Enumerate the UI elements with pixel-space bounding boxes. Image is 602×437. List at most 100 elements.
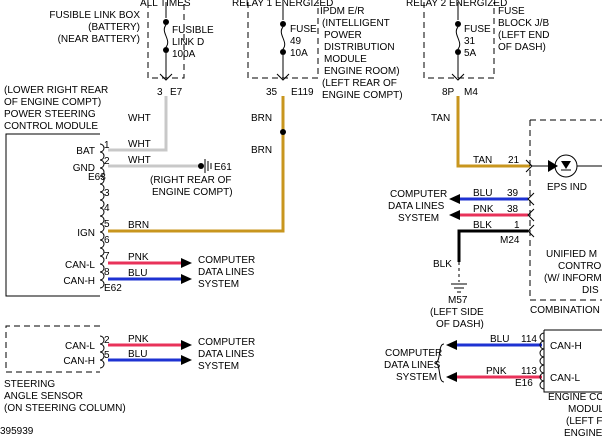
ecm-can-h-name: CAN-H	[550, 341, 582, 352]
ground-e61-label-2: ENGINE COMPT)	[152, 187, 233, 198]
meter-blk-wire-label: BLK	[473, 220, 492, 231]
ps-connector-scallops	[99, 143, 105, 289]
sas-cdl-line-3: SYSTEM	[198, 361, 239, 372]
sas-can-l-arrow	[181, 340, 192, 350]
wire-brn-label-2: BRN	[251, 145, 272, 156]
sas-label-line-1: STEERING	[4, 379, 55, 390]
fuse-31-line-3: 5A	[464, 48, 477, 59]
fuseblock-box-line-1: FUSE	[498, 6, 525, 17]
ecm-blu-wire-label: BLU	[490, 334, 509, 345]
fuse-31-symbol	[455, 26, 461, 50]
sas-cdl-line-2: DATA LINES	[198, 349, 255, 360]
meter-pnk-arrow	[449, 210, 460, 220]
wire-brn-splice	[280, 129, 286, 135]
sas-pin-2-wire-label: PNK	[128, 334, 149, 345]
ps-pin-7-name: CAN-L	[65, 260, 95, 271]
meter-connector-m24: M24	[500, 235, 520, 246]
meter-cdl-line-1: COMPUTER	[390, 189, 447, 200]
ps-pin-4-number: 4	[104, 203, 110, 214]
ground-e61-label-1: (RIGHT REAR OF	[150, 175, 231, 186]
sas-connector-scallops	[99, 335, 105, 369]
sas-can-h-arrow	[181, 355, 192, 365]
ecm-pin-113: 113	[521, 366, 537, 377]
meter-pin-38: 38	[507, 204, 519, 215]
ps-pin-1-name: BAT	[76, 146, 95, 157]
ecm-label-line-1: ENGINE CO	[548, 392, 602, 403]
fuse-31-terminal-bottom	[455, 49, 461, 55]
ipdm-box-line-7: (LEFT REAR OF	[322, 78, 397, 89]
ps-cdl-line-1: COMPUTER	[198, 255, 255, 266]
fuseblock-connector: M4	[464, 87, 478, 98]
fuse-49-terminal-top	[280, 21, 286, 27]
ecm-pnk-wire-label: PNK	[486, 366, 507, 377]
ecm-pnk-arrow	[446, 372, 457, 382]
meter-blu-wire-label: BLU	[473, 188, 492, 199]
fuse-31-line-1: FUSE	[464, 24, 491, 35]
ground-e61-id: E61	[214, 162, 232, 173]
ipdm-box-line-6: ENGINE ROOM)	[324, 66, 400, 77]
eps-ind-diode-icon	[561, 161, 571, 169]
battery-connector: E7	[170, 87, 183, 98]
sas-pin-5-wire-label: BLU	[128, 349, 147, 360]
wire-tan-eps-ind	[456, 96, 530, 168]
ecm-box	[543, 329, 602, 393]
ps-pin-7-wire-label: PNK	[128, 252, 149, 263]
fuse-49-symbol	[280, 26, 286, 50]
wire-brn-label-1: BRN	[251, 113, 272, 124]
fuse-link-d-symbol	[163, 24, 169, 48]
power-steering-control-module: (LOWER RIGHT REAR OF ENGINE COMPT) POWER…	[4, 85, 286, 297]
sas-pin-2-number: 2	[104, 335, 110, 346]
fuseblock-box-line-4: OF DASH)	[498, 42, 546, 53]
ps-cdl-line-3: SYSTEM	[198, 279, 239, 290]
fuseblock-source-outline	[423, 2, 495, 79]
ecm-connector-e16: E16	[515, 378, 533, 389]
meter-cdl-line-2: DATA LINES	[388, 201, 445, 212]
eps-ind-label: EPS IND	[547, 182, 587, 193]
ecm-cdl-line-2: DATA LINES	[384, 360, 441, 371]
ecm-cdl-line-1: COMPUTER	[385, 348, 442, 359]
meter-pin-1: 1	[514, 220, 520, 231]
fuse-31-terminal-top	[455, 21, 461, 27]
figure-id: 395939	[0, 426, 34, 437]
meter-blu-arrow	[449, 194, 460, 204]
sas-label-line-3: (ON STEERING COLUMN)	[4, 403, 126, 414]
fuseblock-box-line-2: BLOCK J/B	[498, 18, 549, 29]
sas-pin-2-name: CAN-L	[65, 341, 95, 352]
meter-label-line-1: UNIFIED M	[546, 249, 597, 260]
battery-box-line-1: FUSIBLE LINK BOX	[49, 10, 140, 21]
meter-label-line-2: CONTROL	[558, 261, 602, 272]
ps-pin-8-number: 8	[104, 267, 110, 278]
ipdm-box-line-1: IPDM E/R	[320, 6, 364, 17]
ecm-cdl-line-3: SYSTEM	[396, 372, 437, 383]
meter-footer: COMBINATION	[530, 305, 600, 316]
fuse-49-line-2: 49	[290, 36, 302, 47]
ps-pin-5-wire-label: BRN	[128, 220, 149, 231]
fuseblock-source: RELAY 2 ENERGIZED FUSE 31 5A 8P M4 FUSE …	[406, 0, 550, 98]
ground-m57: BLK M57 (LEFT SIDE OF DASH)	[430, 259, 484, 330]
ps-module-box	[5, 133, 100, 297]
ecm-pin-114: 114	[521, 334, 537, 345]
ground-e61-node	[198, 163, 204, 169]
ipdm-source: RELAY 1 ENERGIZED FUSE 49 10A 35 E119 IP…	[232, 0, 403, 101]
meter-label-line-4: DIS	[582, 285, 599, 296]
ps-label-line-2: OF ENGINE COMPT)	[4, 97, 101, 108]
battery-box-line-2: (BATTERY)	[88, 22, 140, 33]
sas-pin-5-name: CAN-H	[63, 356, 95, 367]
ps-pin-2-number: 2	[104, 156, 110, 167]
ipdm-box-line-5: MODULE	[324, 54, 367, 65]
wire-tan-label: TAN	[473, 155, 492, 166]
fuse-link-d-line-3: 100A	[172, 49, 196, 60]
battery-pin: 3	[157, 87, 163, 98]
battery-box-line-3: (NEAR BATTERY)	[58, 34, 140, 45]
fuse-49-line-3: 10A	[290, 48, 308, 59]
meter-pnk-wire-label: PNK	[473, 204, 494, 215]
sas-cdl-line-1: COMPUTER	[198, 337, 255, 348]
ps-label-line-4: CONTROL MODULE	[4, 121, 98, 132]
fuse-link-d-terminal-bottom	[163, 47, 169, 53]
ecm-connector-scallops	[539, 332, 545, 390]
ps-pin-8-wire-label: BLU	[128, 268, 147, 279]
wire-tan-vertical-label: TAN	[431, 113, 450, 124]
fuseblock-box-line-3: (LEFT END	[498, 30, 550, 41]
ps-pin-5-number: 5	[104, 219, 110, 230]
wire-wht-battery	[108, 96, 168, 152]
